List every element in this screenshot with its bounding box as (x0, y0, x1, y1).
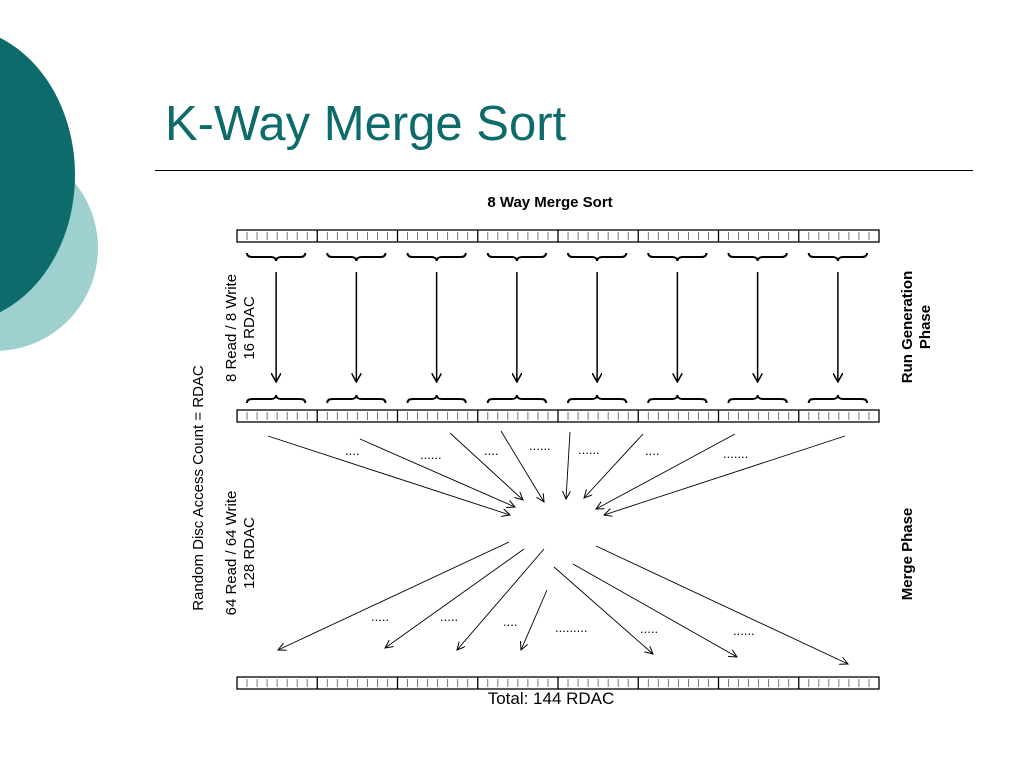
merge-out-arrow-4 (521, 589, 548, 650)
input-brace-2 (326, 252, 387, 262)
merge-cost-line-2: 128 RDAC (241, 517, 258, 589)
input-run-braces (246, 252, 868, 262)
sorted-runs-array-block-5 (557, 410, 629, 422)
top-ellipsis-5: ...... (578, 442, 600, 457)
input-brace-8 (807, 252, 868, 262)
top-ellipsis-7: ....... (723, 446, 748, 461)
output-array (236, 676, 880, 690)
run-generation-cost-line-2: 16 RDAC (241, 296, 258, 360)
bottom-ellipsis-6: ...... (733, 623, 755, 638)
merge-in-arrow-7 (596, 433, 736, 509)
title-divider (155, 170, 973, 171)
decor-dark-circle (0, 37, 75, 313)
merge-out-arrow-1 (278, 541, 510, 650)
sorted-runs-array-block-4 (477, 410, 549, 422)
output-array-block-7 (717, 677, 790, 689)
input-array-block-4 (477, 230, 549, 242)
run-brace-6 (647, 394, 708, 404)
merge-in-arrow-6 (584, 433, 644, 498)
run-brace-5 (567, 394, 628, 404)
slide-title: K-Way Merge Sort (165, 97, 567, 151)
output-array-block-8 (798, 677, 870, 689)
merge-out-arrow-6 (572, 563, 737, 657)
total-label: Total: 144 RDAC (488, 689, 615, 708)
sorted-runs-array-block-7 (717, 410, 790, 422)
bottom-ellipsis-4: ......... (555, 620, 588, 635)
run-generation-cost-line-1: 8 Read / 8 Write (223, 274, 240, 382)
merge-in-arrow-8 (604, 435, 846, 515)
output-array-block-4 (477, 677, 549, 689)
input-array-block-3 (396, 230, 469, 242)
bottom-ellipsis-2: ..... (440, 609, 458, 624)
run-brace-2 (326, 394, 387, 404)
output-array-block-6 (637, 677, 709, 689)
input-array-block-1 (246, 232, 308, 240)
run-brace-1 (246, 394, 307, 404)
sorted-runs-array-block-3 (396, 410, 469, 422)
top-ellipsis-3: .... (484, 443, 498, 458)
output-array-block-1 (246, 679, 308, 687)
sorted-runs-array-block-2 (316, 410, 388, 422)
merge-in-arrow-3 (449, 432, 523, 500)
run-brace-8 (807, 394, 868, 404)
output-array-block-3 (396, 677, 469, 689)
input-array-block-5 (557, 230, 629, 242)
top-ellipsis-1: .... (345, 443, 359, 458)
sorted-run-braces (246, 394, 868, 404)
top-ellipsis-2: ...... (420, 447, 442, 462)
input-brace-3 (406, 252, 467, 262)
run-brace-4 (486, 394, 547, 404)
sorted-runs-array-block-6 (637, 410, 709, 422)
sorted-runs-array-block-1 (246, 412, 308, 420)
input-brace-1 (246, 252, 307, 262)
input-brace-6 (647, 252, 708, 262)
left-axis-label: Random Disc Access Count = RDAC (190, 365, 207, 611)
merge-out-arrow-3 (457, 548, 545, 650)
input-brace-4 (486, 252, 547, 262)
bottom-ellipsis-3: .... (503, 614, 517, 629)
run-generation-arrows (276, 272, 838, 381)
merge-in-arrow-4 (500, 430, 544, 502)
merge-in-arrow-1 (267, 435, 510, 515)
diagram-heading: 8 Way Merge Sort (487, 194, 612, 211)
bottom-ellipsis-1: ..... (371, 609, 389, 624)
merge-phase-label: Merge Phase (899, 508, 916, 601)
input-array-block-6 (637, 230, 709, 242)
sorted-runs-array-block-8 (798, 410, 870, 422)
input-array-block-2 (316, 230, 388, 242)
input-array-block-8 (798, 230, 870, 242)
input-brace-5 (567, 252, 628, 262)
run-generation-phase-line-1: Run Generation (899, 271, 916, 384)
run-brace-3 (406, 394, 467, 404)
merge-in-arrow-5 (566, 431, 570, 499)
merge-out-arrow-5 (553, 566, 653, 654)
input-array-block-7 (717, 230, 790, 242)
input-array (236, 229, 880, 243)
merge-out-arrow-7 (595, 545, 848, 664)
run-brace-7 (727, 394, 788, 404)
input-brace-7 (727, 252, 788, 262)
merge-in-arrow-2 (359, 438, 515, 507)
output-array-block-2 (316, 677, 388, 689)
merge-arrows (267, 430, 848, 664)
merge-out-arrow-2 (385, 548, 525, 648)
output-array-block-5 (557, 677, 629, 689)
merge-cost-line-1: 64 Read / 64 Write (223, 491, 240, 616)
top-ellipsis-6: .... (645, 443, 659, 458)
run-generation-phase-line-2: Phase (917, 305, 934, 349)
top-ellipsis-4: ...... (529, 438, 551, 453)
bottom-ellipsis-5: ..... (640, 621, 658, 636)
sorted-runs-array (236, 409, 880, 423)
